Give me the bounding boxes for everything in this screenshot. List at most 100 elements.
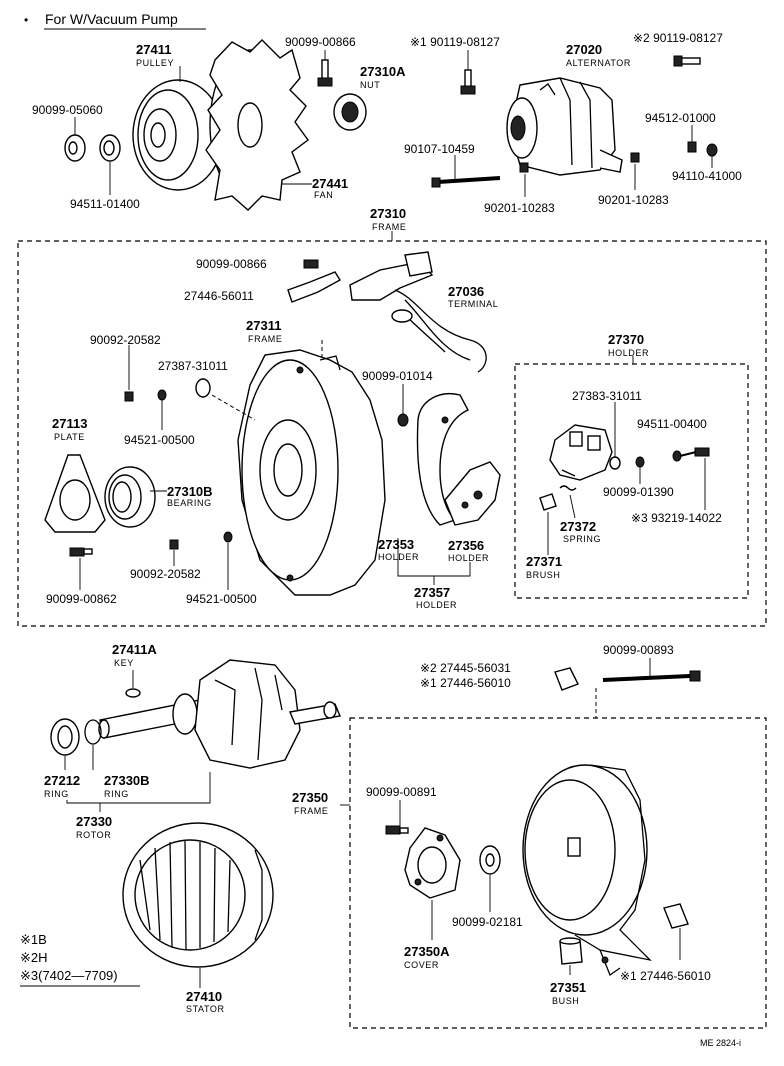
label-27410: 27410 [186,989,222,1004]
nut-27387-31011 [195,378,211,398]
bracket-rotor [66,772,211,804]
clip-27445-56031 [554,667,579,691]
screw-90099-01390 [635,456,645,468]
label-brush: BRUSH [526,570,561,580]
lock-washer-94511-01400 [99,134,121,162]
label-94521-00500-a: 94521-00500 [124,433,195,447]
footnote-1: ※1B [20,932,47,947]
label-27330: 27330 [76,814,112,829]
grommet [391,309,413,323]
label-90201-10283-a: 90201-10283 [484,201,555,215]
washer-94512-01000 [687,141,697,153]
label-27411a: 27411A [112,642,157,657]
label-27446-56010-b: ※1 27446-56010 [620,969,711,983]
label-27356: 27356 [448,538,484,553]
label-27020: 27020 [566,42,602,57]
screw-90099-00866-top [317,59,333,87]
label-90099-00866-mid: 90099-00866 [196,257,267,271]
label-alternator: ALTERNATOR [566,58,631,68]
clip-27446-56010-b [663,903,689,929]
labels: 27411 PULLEY 90099-00866 27310A NUT ※1 9… [32,31,742,1014]
footnote-3: ※3(7402—7709) [20,968,118,983]
screw-90099-00862 [69,547,93,557]
label-93219-14022: ※3 93219-14022 [631,511,722,525]
bolt-90119-08127-b [673,55,701,67]
label-94511-01400: 94511-01400 [70,197,140,211]
label-27353: 27353 [378,537,414,552]
ring-27330b [84,719,102,745]
label-holder-27357: HOLDER [416,600,457,610]
bracket-27446-56011 [287,271,341,303]
frame-27311-graphic [237,349,386,596]
label-frame-27350: FRAME [294,806,329,816]
label-90099-02181: 90099-02181 [452,915,523,929]
rotor-graphic [98,659,341,769]
label-90099-00862: 90099-00862 [46,592,117,606]
label-94110-41000: 94110-41000 [672,169,742,183]
label-27446-56010-a: ※1 27446-56010 [420,676,511,690]
holder-27370-graphic [549,424,613,481]
label-27350: 27350 [292,790,328,805]
label-27310a: 27310A [360,64,406,79]
label-cover: COVER [404,960,439,970]
nut-90201-10283-b [630,152,640,163]
footnote-2: ※2H [20,950,48,965]
nut-90201-10283-a [519,162,529,173]
label-bush: BUSH [552,996,579,1006]
long-bolt-90099-00893 [602,670,701,682]
label-90107-10459: 90107-10459 [404,142,475,156]
label-27387-31011: 27387-31011 [158,359,228,373]
label-holder-27356: HOLDER [448,553,489,563]
nut-90092-20582-b [169,539,179,550]
bullet-mark: • [24,13,28,27]
label-fan: FAN [314,190,333,200]
label-90092-20582-b: 90092-20582 [130,567,201,581]
washer-94511-00400 [672,450,682,462]
label-plate: PLATE [54,432,85,442]
ring-27212 [50,718,80,756]
washer-90099-05060 [64,134,86,162]
label-94512-01000: 94512-01000 [645,111,716,125]
label-90099-01014: 90099-01014 [362,369,433,383]
label-90092-20582-a: 90092-20582 [90,333,161,347]
label-pulley: PULLEY [136,58,174,68]
alternator-graphic [506,77,623,176]
leader [569,494,576,519]
label-holder-27370: HOLDER [608,348,649,358]
dashed-guide [211,394,256,421]
label-90119-08127-b: ※2 90119-08127 [633,31,723,45]
label-27036: 27036 [448,284,484,299]
label-nut: NUT [360,80,380,90]
label-27372: 27372 [560,519,596,534]
long-bolt-90107-10459 [431,176,501,188]
label-27446-56011: 27446-56011 [184,289,254,303]
label-27113: 27113 [52,416,87,431]
label-stator: STATOR [186,1004,225,1014]
nut-90092-20582-a [124,391,134,402]
label-27445-56031: ※2 27445-56031 [420,661,511,675]
label-27311: 27311 [246,318,281,333]
label-90201-10283-b: 90201-10283 [598,193,669,207]
pulley-graphic [132,79,224,191]
frame-27350-graphic [522,764,652,977]
label-terminal: TERMINAL [448,299,498,309]
label-27383-31011: 27383-31011 [572,389,642,403]
screw-90099-00891 [385,825,409,835]
cover-27350a-graphic [404,827,461,899]
washer-90099-02181 [479,845,501,875]
spring-27372 [559,485,577,491]
figure-code: ME 2824-i [700,1038,741,1048]
label-key: KEY [114,658,134,668]
label-holder-27353: HOLDER [378,552,419,562]
label-27357: 27357 [414,585,450,600]
label-27351: 27351 [550,980,586,995]
bearing-27310b-graphic [104,466,156,528]
screw-90099-01014 [397,413,409,427]
plate-27113-graphic [44,454,106,533]
label-27212: 27212 [44,773,80,788]
label-frame-27310: FRAME [372,222,407,232]
label-spring: SPRING [563,534,601,544]
label-27350a: 27350A [404,944,450,959]
label-frame-27311: FRAME [248,334,283,344]
